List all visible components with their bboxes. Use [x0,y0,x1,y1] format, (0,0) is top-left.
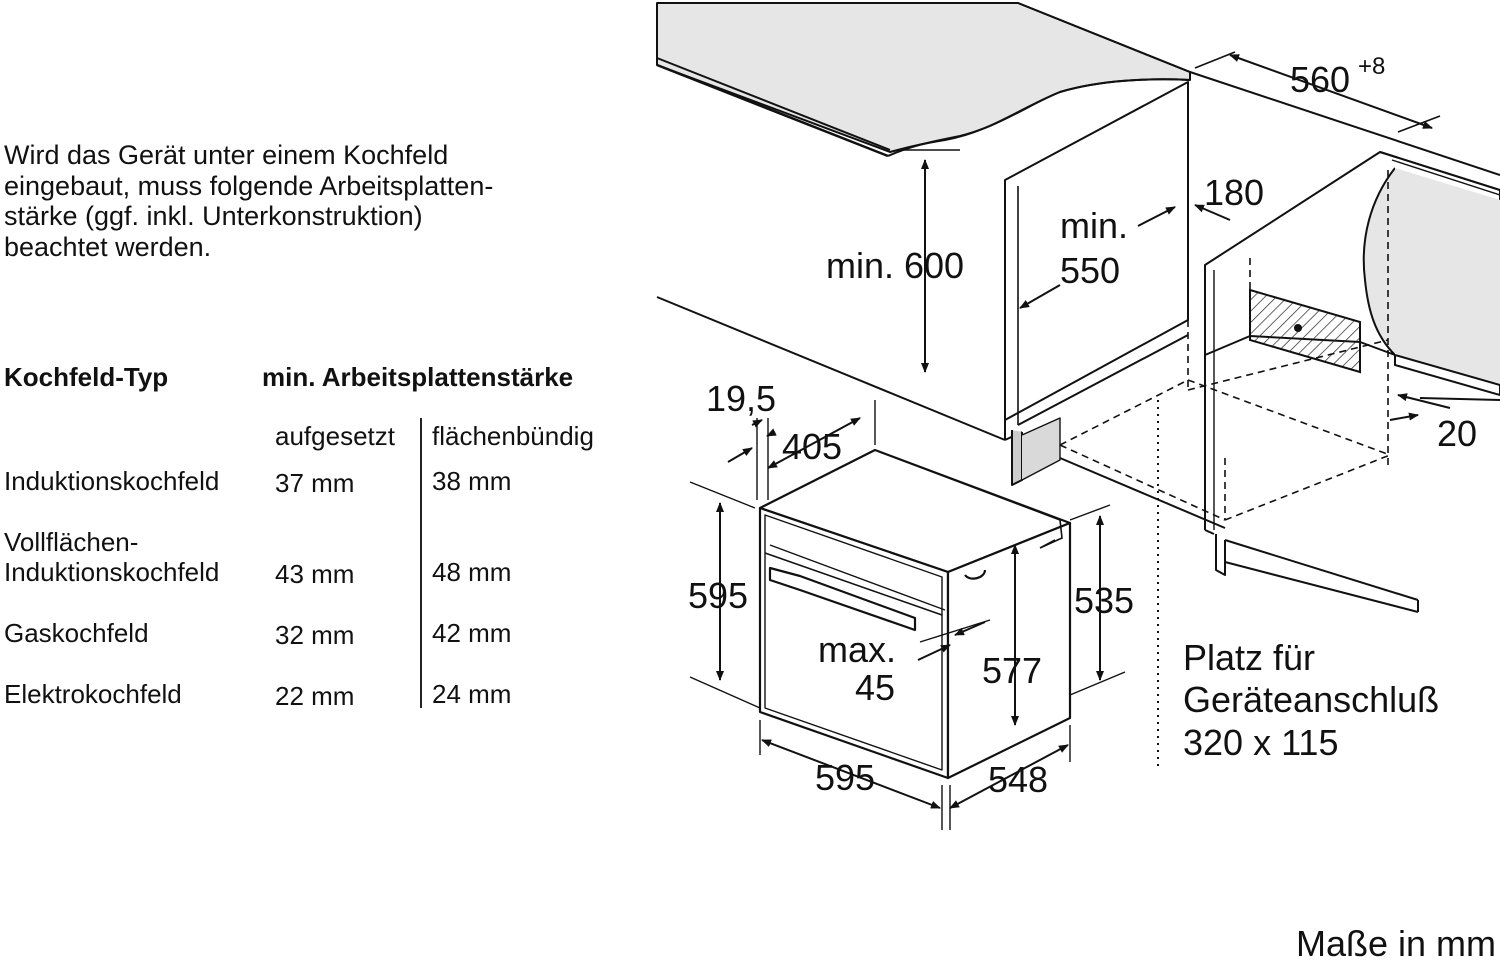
table-cell-flaechenbuendig: 24 mm [432,679,512,709]
intro-line: beachtet werden. [4,231,212,262]
table-row-type: Induktionskochfeld [4,466,220,496]
dim-min-height: min. 600 [826,245,964,286]
dim-405: 405 [782,426,842,467]
intro-line: Wird das Gerät unter einem Kochfeld [4,140,449,170]
dim-19-5: 19,5 [706,378,776,419]
connection-note-line: Platz für [1183,637,1315,678]
intro-text: Wird das Gerät unter einem Kochfeld eing… [4,140,604,262]
dim-max-label: max. [818,629,896,670]
oven-handle [768,566,917,632]
oven-side [946,521,1072,780]
table-row-type: Vollflächen- [4,527,139,557]
connection-hatch-box [1249,288,1361,374]
dim-180: 180 [1204,172,1264,213]
dim-min-label: min. [1060,205,1128,246]
dim-depth-550: 550 [1060,250,1120,291]
table-cell-flaechenbuendig: 42 mm [432,618,512,648]
connection-note-line: Geräteanschluß [1183,679,1439,720]
table-row-type: Elektrokochfeld [4,679,182,709]
dim-20: 20 [1437,413,1477,454]
dim-width-595: 595 [815,757,875,798]
subheader-aufgesetzt: aufgesetzt [275,421,395,451]
intro-line: eingebaut, muss folgende Arbeitsplatten- [4,170,494,201]
table-cell-aufgesetzt: 37 mm [275,468,355,498]
dim-niche-width-tolerance: +8 [1358,53,1385,80]
subheader-flaechenbuendig: flächenbündig [432,421,594,451]
table-cell-flaechenbuendig: 38 mm [432,466,512,496]
table-divider [420,418,422,708]
dim-height-535: 535 [1074,580,1134,621]
table-header-type: Kochfeld-Typ [4,362,169,392]
table-row-type: Induktionskochfeld [4,557,220,587]
intro-line: stärke (ggf. inkl. Unterkonstruktion) [4,201,423,231]
dim-577: 577 [982,650,1042,691]
table-row-type: Gaskochfeld [4,618,149,648]
table-cell-aufgesetzt: 22 mm [275,681,355,711]
connection-point [1294,324,1302,332]
units-note: Maße in mm [1295,923,1496,964]
dim-niche-width: 560 [1290,59,1350,100]
table-cell-aufgesetzt: 43 mm [275,559,355,589]
connection-note-line: 320 x 115 [1183,722,1338,763]
dim-height-595: 595 [688,575,748,616]
dim-45: 45 [855,667,895,708]
table-header-thickness: min. Arbeitsplattenstärke [262,362,574,392]
table-cell-aufgesetzt: 32 mm [275,620,355,650]
table-cell-flaechenbuendig: 48 mm [432,557,512,587]
dim-depth-548: 548 [988,759,1048,800]
